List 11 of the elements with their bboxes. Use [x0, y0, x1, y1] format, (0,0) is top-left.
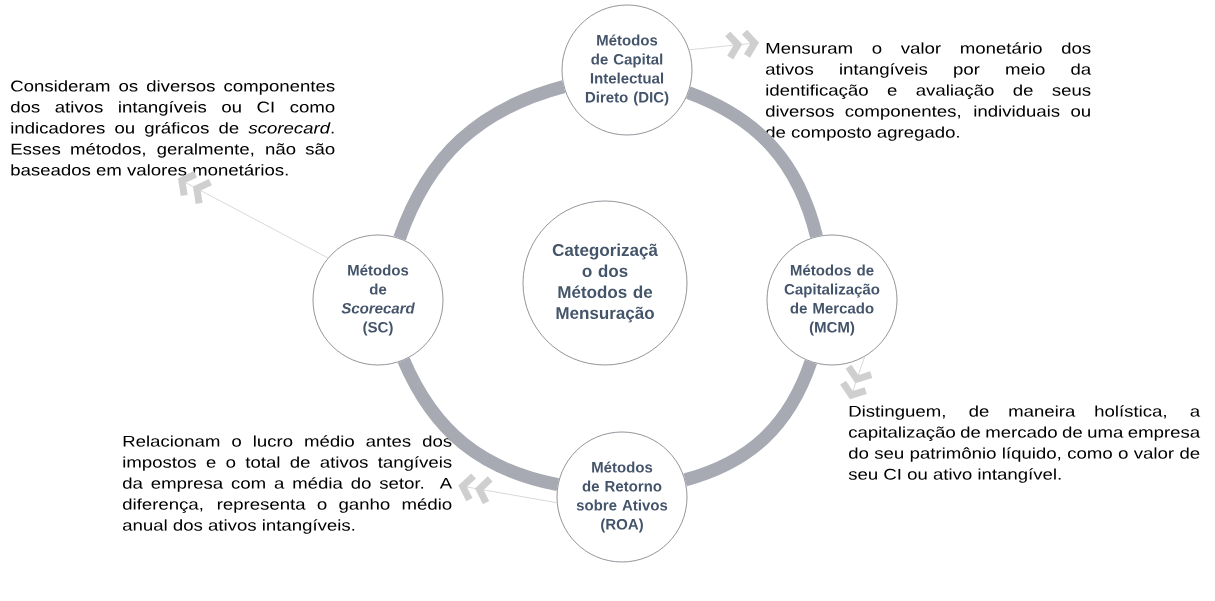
- description-text: Consideram os diversos componentes dos ativos intangíveis ou CI como indicadores ou gráficos de scorecard. Esses métodos, geralmente, não são baseados em valores monetários.: [11, 80, 335, 176]
- ring-arc: [397, 357, 560, 491]
- chevron-arrow: [458, 473, 558, 505]
- description-text: Relacionam o lucro médio antes dos impostos e o total de ativos tangíveis da empresa com a média do setor. A diferença, representa o ganho médio anual dos ativos intangíveis.: [123, 435, 453, 534]
- chevron-arrow: [688, 29, 760, 60]
- ring-arc: [685, 86, 823, 239]
- chevron-arrow: [178, 171, 329, 259]
- ring-arc: [393, 80, 566, 241]
- ring-arc: [683, 359, 817, 487]
- chevron-arrow: [840, 356, 873, 400]
- description-text: Distinguem, de maneira holística, a capitalização de mercado de uma empresa do seu patrimônio líquido, como o valor de seu CI ou ativo intangível.: [848, 405, 1201, 483]
